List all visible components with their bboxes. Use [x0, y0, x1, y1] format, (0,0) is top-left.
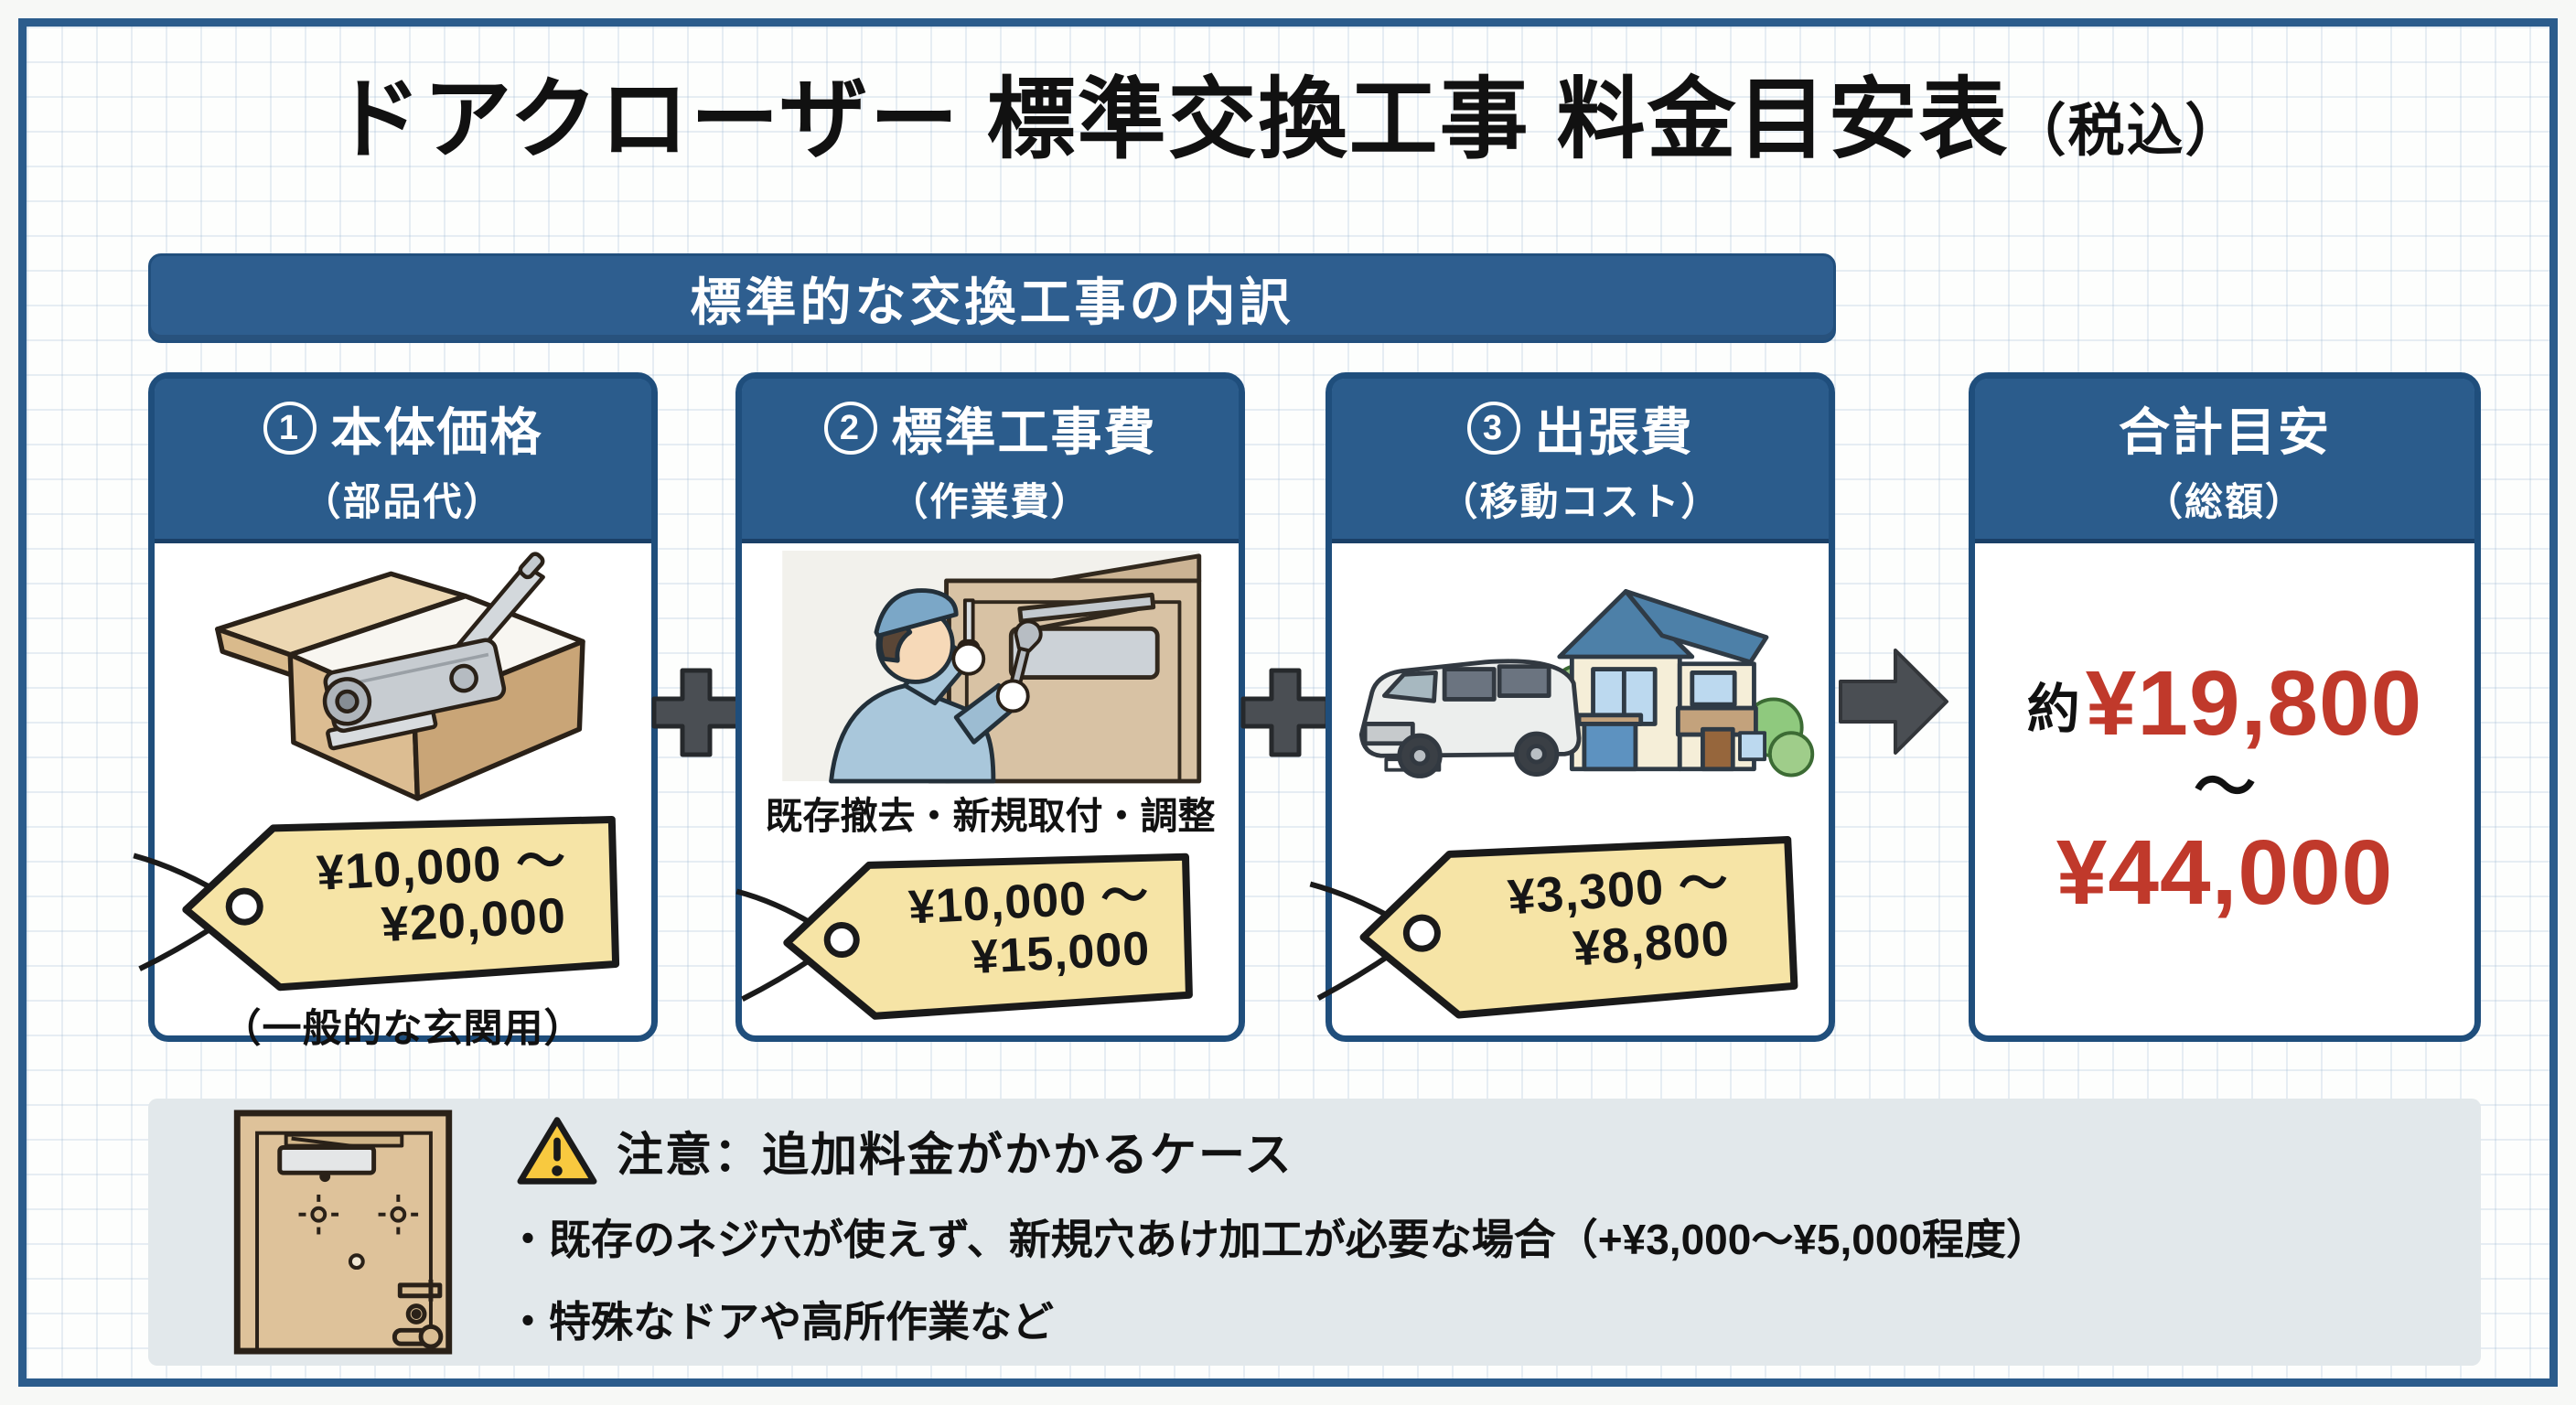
breakdown-banner-label: 標準的な交換工事の内訳	[690, 273, 1294, 331]
card-total: 合計目安 （総額） 約 ¥19,800 ～ ¥44,000	[1969, 372, 2481, 1042]
price-tag-icon	[1309, 835, 1798, 1019]
card-unit-price-title-row: 1 本体価格	[263, 391, 543, 466]
card-work-fee-title: 標準工事費	[891, 402, 1157, 461]
total-price-high: ¥44,000	[2055, 820, 2394, 924]
warning-heading-row: 注意：追加料金がかかるケース	[517, 1115, 2453, 1186]
card-travel-fee-body: ¥3,300 ～ ¥8,800	[1309, 543, 1829, 1035]
card-unit-price: 1 本体価格 （部品代）	[132, 372, 658, 1051]
poster-frame: ドアクローザー 標準交換工事 料金目安表（税込） 標準的な交換工事の内訳 1 本…	[18, 18, 2558, 1387]
warning-bullet-1: ・既存のネジ穴が使えず、新規穴あけ加工が必要な場合（+¥3,000～¥5,000…	[507, 1216, 2049, 1263]
card-total-header: 合計目安 （総額）	[1975, 379, 2474, 543]
card-travel-fee-subtitle: （移動コスト）	[1439, 479, 1722, 523]
price-tag-travel: ¥3,300 ～ ¥8,800	[1309, 813, 1815, 1032]
price-tag-travel-text: ¥3,300 ～ ¥8,800	[1433, 819, 1807, 1016]
warning-section: 注意：追加料金がかかるケース ・既存のネジ穴が使えず、新規穴あけ加工が必要な場合…	[148, 1099, 2481, 1366]
card-total-body: 約 ¥19,800 ～ ¥44,000	[1975, 543, 2474, 1035]
card-unit-price-title: 本体価格	[330, 402, 543, 461]
card-work-fee-header: 2 標準工事費 （作業費）	[742, 379, 1239, 543]
warning-bullet-2: ・特殊なドアや高所作業など	[507, 1297, 1054, 1346]
work-scope-caption: 既存撤去・新規取付・調整	[765, 795, 1216, 837]
door-closer-box-illustration	[214, 552, 585, 801]
van-house-illustration	[1358, 589, 1814, 778]
card-unit-price-body: ¥10,000 ～ ¥20,000 （一般的な玄関用）	[132, 543, 651, 1063]
plus-icon	[1240, 667, 1331, 758]
card-work-fee-title-row: 2 標準工事費	[823, 391, 1157, 466]
card-unit-price-header: 1 本体価格 （部品代）	[155, 379, 651, 543]
door-illustration	[229, 1108, 457, 1357]
card-travel-fee-header: 3 出張費 （移動コスト）	[1332, 379, 1829, 543]
price-tag-work-text: ¥10,000 ～ ¥15,000	[858, 840, 1202, 1016]
price-tag-unit: ¥10,000 ～ ¥20,000	[132, 795, 637, 1002]
card-unit-price-subtitle: （部品代）	[302, 479, 504, 523]
price-tag-icon	[132, 815, 619, 992]
card-travel-fee-title-row: 3 出張費	[1466, 391, 1694, 466]
total-price-low: ¥19,800	[2085, 652, 2423, 756]
card-work-fee: 2 標準工事費 （作業費）	[735, 372, 1245, 1042]
total-low-row: 約 ¥19,800	[2027, 651, 2423, 756]
total-approx-label: 約	[2026, 679, 2080, 739]
price-tag-unit-text: ¥10,000 ～ ¥20,000	[257, 800, 628, 988]
unit-price-note: （一般的な玄関用）	[221, 1007, 585, 1051]
page-title-main: ドアクローザー 標準交換工事 料金目安表	[332, 70, 2010, 169]
page-title-tax-note: （税込）	[2009, 100, 2244, 163]
breakdown-banner: 標準的な交換工事の内訳	[148, 253, 1836, 343]
price-tag-work: ¥10,000 ～ ¥15,000	[735, 834, 1209, 1030]
warning-heading: 注意：追加料金がかかるケース	[617, 1129, 1293, 1181]
plus-icon	[650, 667, 742, 758]
circled-number-1-icon: 1	[263, 402, 317, 455]
total-tilde: ～	[2193, 753, 2256, 823]
price-tag-icon	[735, 853, 1193, 1020]
worker-installation-illustration	[781, 551, 1201, 784]
card-total-title: 合計目安	[2119, 402, 2331, 461]
arrow-right-icon	[1839, 641, 1948, 762]
card-work-fee-subtitle: （作業費）	[889, 479, 1091, 523]
warning-icon	[517, 1117, 597, 1185]
card-work-fee-body: 既存撤去・新規取付・調整 ¥10,000 ～ ¥15,000	[735, 543, 1239, 1035]
circled-number-3-icon: 3	[1466, 402, 1520, 455]
card-total-subtitle: （総額）	[2143, 479, 2305, 523]
page-title: ドアクローザー 標準交換工事 料金目安表（税込）	[27, 67, 2549, 173]
warning-content: 注意：追加料金がかかるケース ・既存のネジ穴が使えず、新規穴あけ加工が必要な場合…	[507, 1108, 2453, 1363]
card-travel-fee: 3 出張費 （移動コスト）	[1309, 372, 1835, 1042]
circled-number-2-icon: 2	[823, 402, 877, 455]
card-travel-fee-title: 出張費	[1534, 402, 1694, 461]
